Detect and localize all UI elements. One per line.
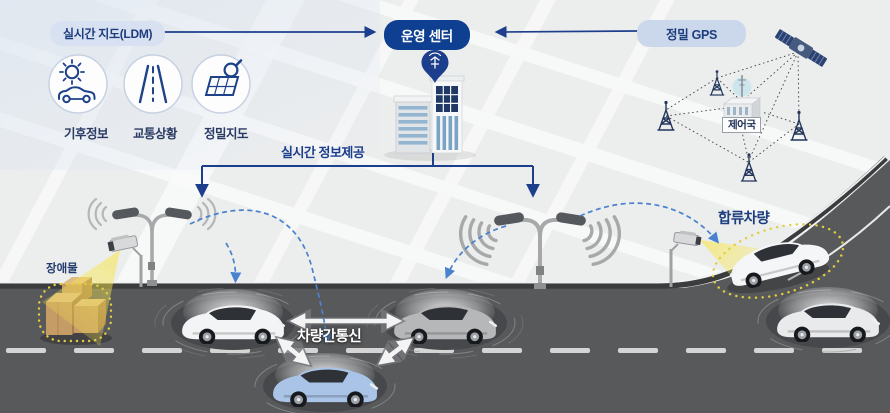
cctv-camera-icon: [107, 234, 143, 287]
center-connectors: [157, 25, 640, 38]
merging-vehicle-annotation: 합류차량: [718, 211, 770, 227]
left-streetlight: [87, 197, 217, 287]
operations-center-label: 운영 센터: [384, 20, 470, 50]
realtime-branch-lines: [195, 153, 540, 198]
left-camera-beam: [42, 250, 120, 346]
middle-streetlight: [458, 212, 622, 289]
sun-car-icon: [58, 59, 96, 104]
road-lanes-icon: [138, 64, 168, 104]
pin-antenna-icon: [421, 50, 449, 83]
merge-camera-icon: [669, 230, 702, 287]
info-icon-circles: [48, 54, 251, 114]
satellite-icon: [774, 29, 828, 67]
precision-gps-label: 정밀 GPS: [637, 20, 747, 47]
weather-info-label: 기후정보: [63, 127, 109, 141]
vehicle-silver: [757, 287, 890, 353]
vehicle-white: [154, 287, 312, 359]
signal-waves-icon: [458, 215, 622, 267]
obstacle-annotation: 장애물: [46, 263, 78, 275]
v2i-dashed-links: [189, 202, 720, 345]
control-station-label: 제어국: [722, 117, 762, 134]
v2v-communication-annotation: 차량간통신: [297, 329, 362, 345]
ldm-node-label: 실시간 지도(LDM): [50, 21, 166, 46]
traffic-status-label: 교통상황: [132, 127, 178, 141]
v2v-arrows: [274, 308, 417, 368]
realtime-info-annotation: 실시간 정보제공: [281, 145, 365, 160]
connected-vehicles: [154, 287, 890, 413]
map-magnifier-icon: [204, 59, 243, 96]
precision-map-label: 정밀지도: [203, 127, 249, 141]
merge-ramp: [664, 160, 890, 290]
merge-dotted-outline: [711, 223, 845, 299]
right-camera-beam: [700, 240, 764, 284]
merging-vehicle: [711, 223, 845, 299]
ops-center-building: [384, 50, 476, 161]
